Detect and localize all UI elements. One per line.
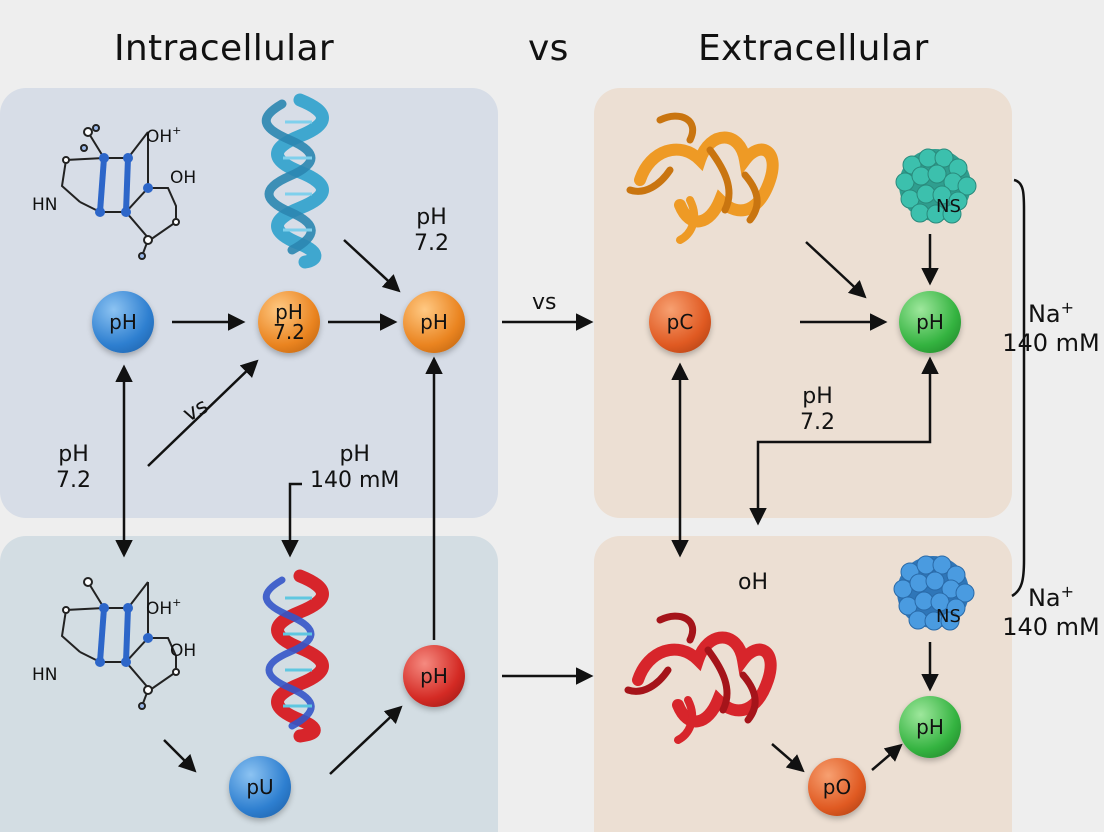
label-ph-72-right-line1: pH bbox=[802, 384, 833, 409]
sphere-cluster-teal bbox=[895, 148, 977, 224]
protein-red bbox=[624, 612, 777, 744]
extracellular-heading: Extracellular bbox=[698, 28, 929, 69]
node-red-pc-label: pC bbox=[666, 310, 694, 334]
dna-helix-blue bbox=[261, 93, 329, 269]
node-green-ph-bottom: pH bbox=[899, 696, 961, 758]
node-green-ph-top-label: pH bbox=[916, 310, 944, 334]
label-na-top: Na+ 140 mM bbox=[998, 298, 1104, 358]
oh-plus-label-bottom: OH+ bbox=[146, 596, 181, 619]
protein-orange bbox=[626, 112, 779, 244]
label-na-bottom-line2: 140 mM bbox=[1002, 612, 1100, 641]
node-orange-ph-72: pH 7.2 bbox=[258, 291, 320, 353]
label-na-bottom: Na+ 140 mM bbox=[998, 582, 1104, 642]
node-blue-ph-top-label: pH bbox=[109, 310, 137, 334]
node-red-ph-bottom: pH bbox=[403, 645, 465, 707]
node-green-ph-bottom-label: pH bbox=[916, 715, 944, 739]
label-ph-72-right: pH 7.2 bbox=[800, 384, 835, 437]
sphere-cluster-blue bbox=[893, 555, 975, 631]
label-ph-140mm-line2: 140 mM bbox=[310, 468, 400, 494]
node-red-pc: pC bbox=[649, 291, 711, 353]
label-oh-lower: oH bbox=[738, 570, 769, 595]
intracellular-heading: Intracellular bbox=[114, 28, 334, 69]
arrow-chem-to-pu bbox=[163, 739, 197, 773]
chemical-structure-bottom bbox=[60, 577, 180, 710]
ns-label-top: NS bbox=[936, 196, 961, 217]
label-ph-72-top: pH 7.2 bbox=[414, 205, 449, 258]
label-na-bottom-line1: Na+ bbox=[1027, 582, 1075, 612]
oh-label-top: OH bbox=[170, 168, 196, 188]
node-orange-ph-72-line1: pH bbox=[275, 300, 303, 324]
bracket-right bbox=[1011, 178, 1026, 598]
node-green-ph-top: pH bbox=[899, 291, 961, 353]
node-orange-po-label: pO bbox=[822, 775, 852, 799]
arrow-po-to-green bbox=[871, 743, 903, 771]
label-vs-center: vs bbox=[532, 290, 557, 315]
label-ph-72-left: pH 7.2 bbox=[56, 442, 91, 495]
dna-helix-red bbox=[262, 569, 329, 743]
oh-label-bottom: OH bbox=[170, 641, 196, 661]
node-blue-pu: pU bbox=[229, 756, 291, 818]
node-blue-pu-label: pU bbox=[246, 775, 274, 799]
node-orange-ph-top-label: pH bbox=[420, 310, 448, 334]
label-na-top-line1: Na+ bbox=[1027, 298, 1075, 328]
ns-label-bottom: NS bbox=[936, 606, 961, 627]
arrow-protein-to-green bbox=[805, 241, 867, 299]
arrow-pu-to-red bbox=[329, 705, 403, 775]
node-orange-ph-72-line2: 7.2 bbox=[273, 320, 305, 344]
label-ph-72-top-line1: pH bbox=[416, 205, 447, 230]
hn-label-top: HN bbox=[32, 195, 58, 215]
arrow-protein-to-po bbox=[771, 743, 805, 773]
label-ph-140mm-line1: pH bbox=[339, 442, 370, 467]
vs-heading: vs bbox=[528, 28, 569, 69]
node-blue-ph-top: pH bbox=[92, 291, 154, 353]
node-red-ph-bottom-label: pH bbox=[420, 664, 448, 688]
arrow-green-elbow bbox=[749, 356, 939, 526]
node-orange-po: pO bbox=[808, 758, 866, 816]
label-ph-72-top-line2: 7.2 bbox=[414, 231, 449, 257]
hn-label-bottom: HN bbox=[32, 665, 58, 685]
oh-plus-label-top: OH+ bbox=[146, 124, 181, 147]
label-ph-72-left-line2: 7.2 bbox=[56, 468, 91, 494]
chemical-structure-top bbox=[60, 124, 180, 260]
arrows bbox=[115, 178, 1026, 775]
label-ph-140mm: pH 140 mM bbox=[310, 442, 399, 495]
label-ph-72-left-line1: pH bbox=[58, 442, 89, 467]
label-na-top-line2: 140 mM bbox=[1002, 328, 1100, 357]
node-orange-ph-top: pH bbox=[403, 291, 465, 353]
label-ph-72-right-line2: 7.2 bbox=[800, 410, 835, 436]
arrow-vs-diagonal bbox=[147, 359, 259, 467]
arrow-helix-to-orange bbox=[343, 239, 401, 293]
arrow-140mm-elbow bbox=[281, 482, 302, 558]
